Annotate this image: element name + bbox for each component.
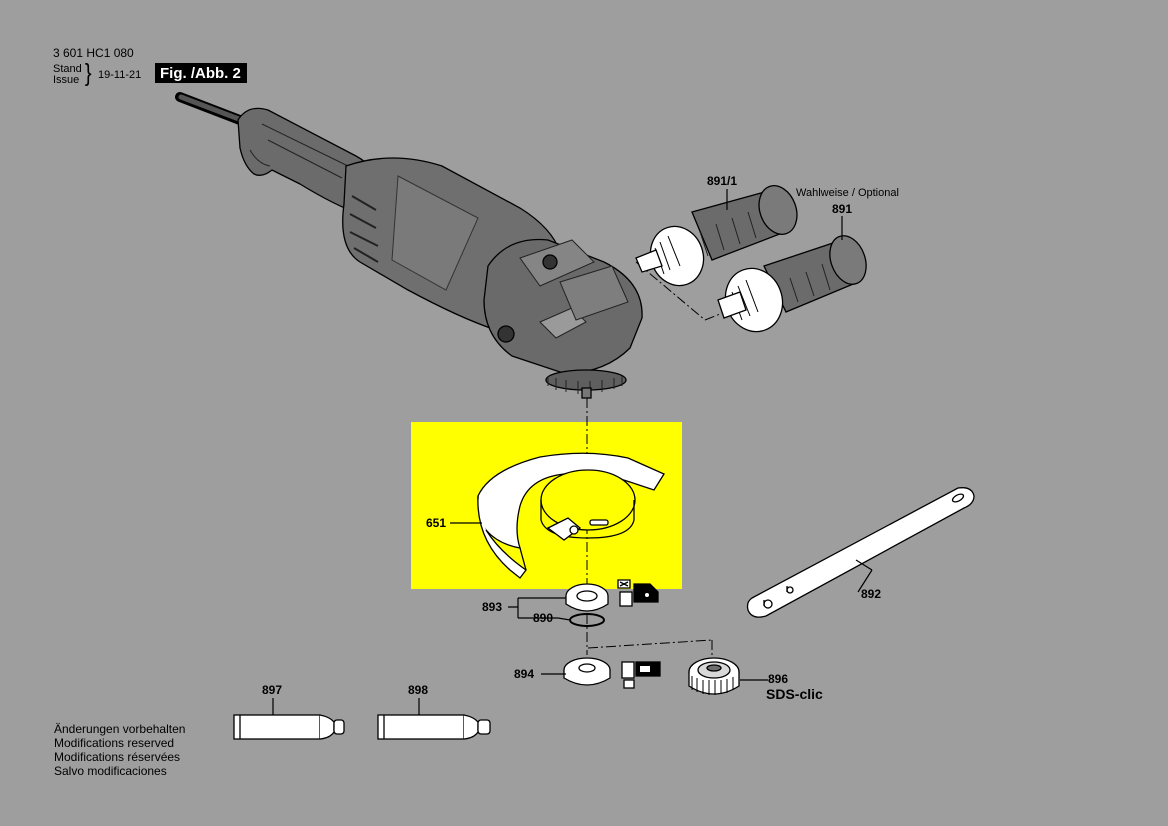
figure-label: Fig. /Abb. 2 xyxy=(160,65,241,82)
part-label-897: 897 xyxy=(262,683,283,697)
part-label-892: 892 xyxy=(861,587,882,601)
part-label-651: 651 xyxy=(426,516,447,530)
stand-label: Stand xyxy=(53,63,82,75)
part-label-893: 893 xyxy=(482,600,503,614)
clamping-nut-894 xyxy=(563,657,661,689)
auxiliary-handle-891-1 xyxy=(635,185,798,287)
protective-guard-651 xyxy=(477,452,665,579)
figure-label-box xyxy=(155,63,247,83)
sds-clic-label: SDS-clic xyxy=(766,686,823,702)
issue-label: Issue xyxy=(53,74,80,86)
tube-897 xyxy=(233,714,345,740)
tube-898 xyxy=(377,714,491,740)
part-label-891-1: 891/1 xyxy=(707,174,738,188)
auxiliary-handle-891 xyxy=(717,235,867,333)
part-label-891: 891 xyxy=(832,202,853,216)
optional-note: Wahlweise / Optional xyxy=(796,187,899,199)
part-label-898: 898 xyxy=(408,683,429,697)
modifications-disclaimer: Änderungen vorbehalten Modifications res… xyxy=(54,722,185,778)
part-label-894: 894 xyxy=(514,667,535,681)
leader-lines xyxy=(272,189,873,715)
disclaimer-de: Änderungen vorbehalten xyxy=(54,722,186,736)
disclaimer-fr: Modifications réservées xyxy=(54,750,181,764)
angle-grinder-body xyxy=(175,92,643,399)
two-pin-spanner-892 xyxy=(746,487,975,618)
quick-clamping-nut-896 xyxy=(688,657,740,695)
disclaimer-en: Modifications reserved xyxy=(54,736,175,750)
disclaimer-es: Salvo modificaciones xyxy=(54,764,167,778)
mounting-flange-893 xyxy=(565,579,659,627)
part-label-890: 890 xyxy=(533,611,554,625)
stand-issue-label: Stand Issue xyxy=(53,64,82,86)
part-label-896: 896 xyxy=(768,672,789,686)
document-number: 3 601 HC1 080 xyxy=(53,46,134,60)
brace: } xyxy=(84,59,92,87)
issue-date: 19-11-21 xyxy=(98,69,142,81)
